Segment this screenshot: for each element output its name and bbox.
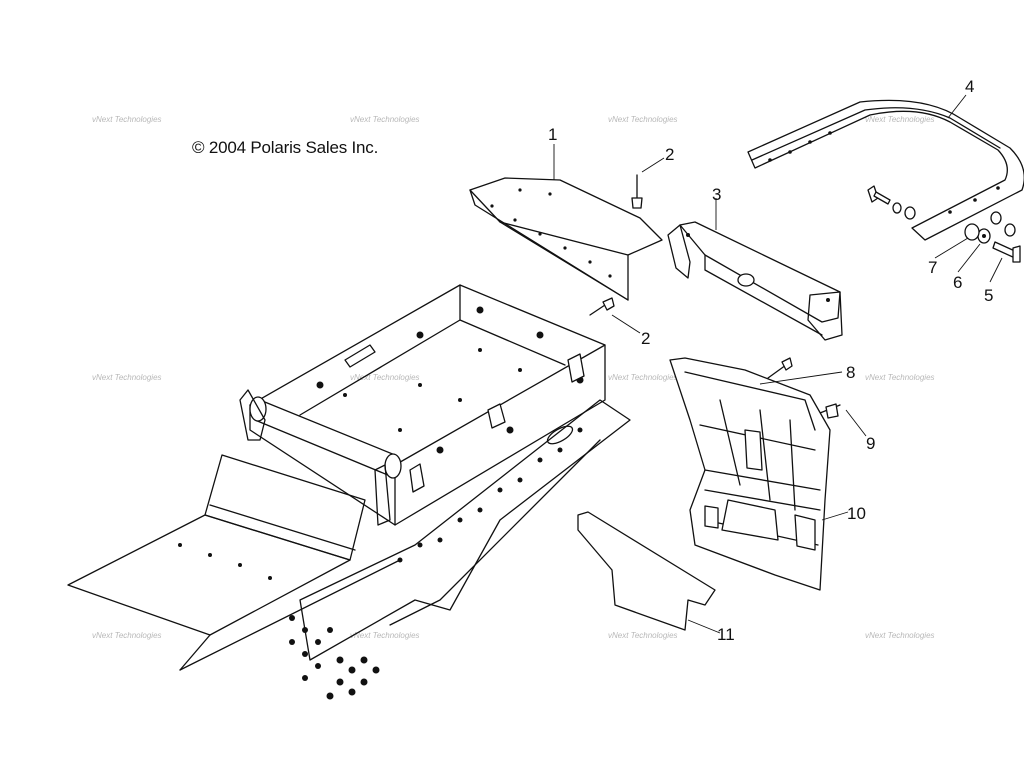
callout-3: 3 [712,185,721,204]
part-4-bumper [747,99,1024,241]
part-5-bolt-upper [867,185,916,220]
storage-box [239,284,606,526]
watermark: vNext Technologies [865,373,935,382]
box-holes [316,306,584,454]
callout-1: 1 [548,125,557,144]
watermark: vNext Technologies [350,115,420,124]
callout-10: 10 [847,504,866,523]
callout-7: 7 [928,258,937,277]
callout-11: 11 [717,625,735,644]
callout-5: 5 [984,286,993,305]
part-7-nut [964,211,1016,241]
callout-6: 6 [953,273,962,292]
part-6-washer [977,228,991,244]
watermark: vNext Technologies [92,115,162,124]
part-9-push-rivet [819,403,841,419]
lid-rivets [490,188,612,278]
watermark: vNext Technologies [608,115,678,124]
bumper-holes [768,131,1000,214]
leader-lines [553,94,1003,634]
tunnel-chassis [67,399,631,700]
tunnel-holes [178,427,583,700]
part-10-snow-flap [669,357,831,591]
callout-8: 8 [846,363,855,382]
watermark: vNext Technologies [92,373,162,382]
callout-4: 4 [965,77,974,96]
part-2-rivet-top [631,174,643,209]
part-3-bracket [667,221,843,341]
watermark: vNext Technologies [92,631,162,640]
watermark: vNext Technologies [608,631,678,640]
part-1-lid [469,177,663,301]
callout-9: 9 [866,434,875,453]
callout-2-top: 2 [665,145,674,164]
watermarks: vNext Technologies vNext Technologies vN… [92,115,935,640]
watermark: vNext Technologies [865,115,935,124]
watermark: vNext Technologies [608,373,678,382]
callouts: 1 2 2 3 4 5 6 7 8 9 10 11 [548,77,993,644]
watermark: vNext Technologies [350,373,420,382]
watermark: vNext Technologies [865,631,935,640]
part-5-bolt [992,241,1021,263]
part-2-rivet-mid [589,297,615,316]
callout-2-mid: 2 [641,329,650,348]
watermark: vNext Technologies [350,631,420,640]
part-11-plate [577,511,716,631]
copyright-notice: © 2004 Polaris Sales Inc. [192,138,379,157]
